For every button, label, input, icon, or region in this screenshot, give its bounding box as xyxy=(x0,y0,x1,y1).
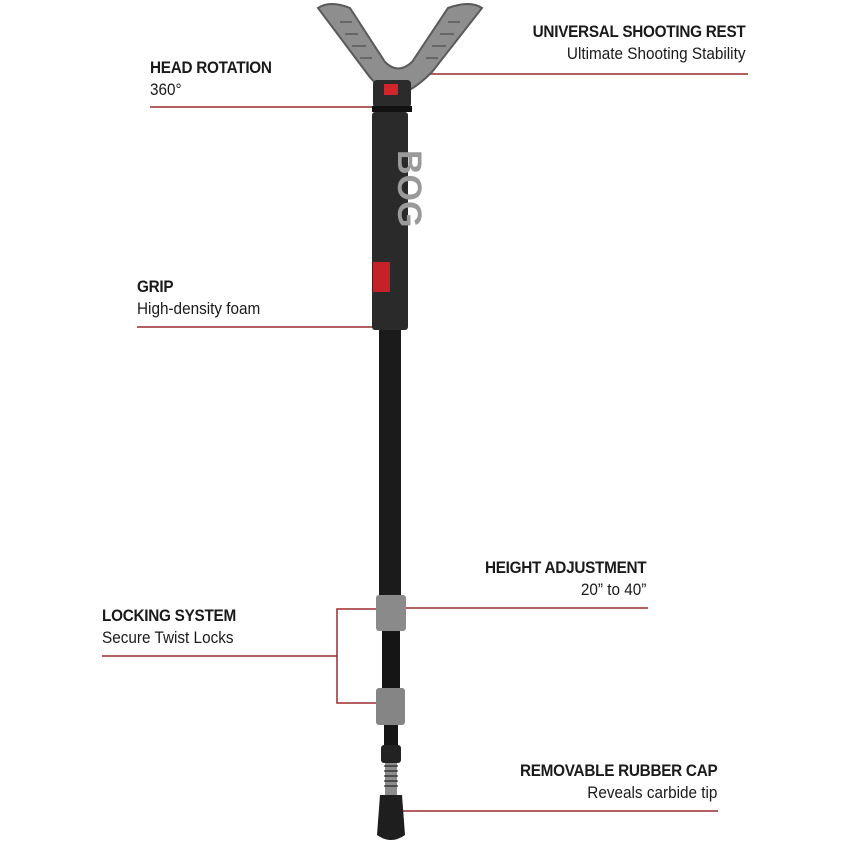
callout-title: HEIGHT ADJUSTMENT xyxy=(484,558,647,577)
callout-subtitle: 360° xyxy=(150,80,182,99)
telescoping-legs xyxy=(376,330,406,840)
foam-grip: BOG xyxy=(372,112,428,330)
callout-title: HEAD ROTATION xyxy=(150,58,272,77)
rubber-cap xyxy=(377,795,405,840)
callout-subtitle: Reveals carbide tip xyxy=(586,783,717,802)
callout-shooting-rest: UNIVERSAL SHOOTING REST Ultimate Shootin… xyxy=(509,21,745,65)
callout-title: GRIP xyxy=(137,277,174,296)
callout-height-adjustment: HEIGHT ADJUSTMENT 20” to 40” xyxy=(467,557,647,601)
callout-rubber-cap: REMOVABLE RUBBER CAP Reveals carbide tip xyxy=(498,760,718,804)
bog-logo: BOG xyxy=(390,150,428,227)
callout-subtitle: Secure Twist Locks xyxy=(102,628,234,647)
callout-title: LOCKING SYSTEM xyxy=(102,606,236,625)
leader-lines xyxy=(102,73,748,812)
callout-title: REMOVABLE RUBBER CAP xyxy=(519,761,718,780)
callout-subtitle: Ultimate Shooting Stability xyxy=(566,44,745,63)
callout-subtitle: 20” to 40” xyxy=(580,580,646,599)
v-yoke-rest xyxy=(316,3,484,112)
twist-lock-upper xyxy=(376,595,406,631)
callout-locking-system: LOCKING SYSTEM Secure Twist Locks xyxy=(102,605,251,649)
callout-head-rotation: HEAD ROTATION 360° xyxy=(150,57,285,101)
callout-grip: GRIP High-density foam xyxy=(137,276,274,320)
twist-lock-lower xyxy=(376,688,405,725)
callout-title: UNIVERSAL SHOOTING REST xyxy=(532,22,745,41)
callout-subtitle: High-density foam xyxy=(137,299,261,318)
